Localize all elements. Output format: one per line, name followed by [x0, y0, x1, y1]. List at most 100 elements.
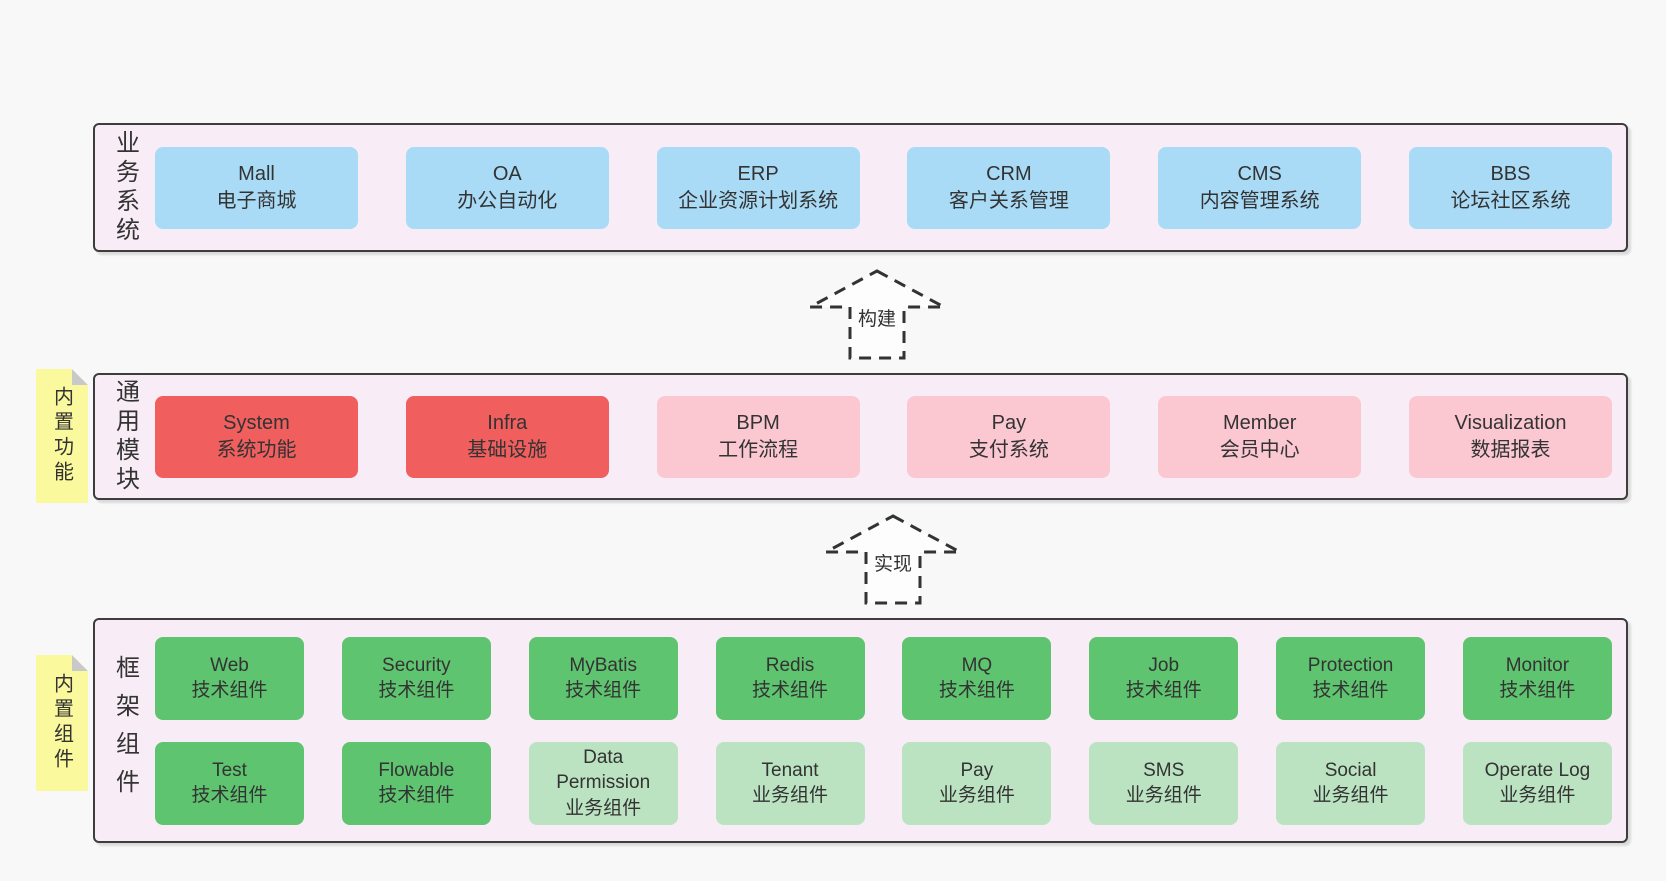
- box-title: BPM: [736, 412, 780, 435]
- box-title: Redis: [765, 654, 815, 676]
- box-pay-system: Pay 支付系统: [907, 395, 1111, 478]
- box-oa: OA 办公自动化: [405, 146, 609, 229]
- box-title: Test: [212, 759, 247, 781]
- box-title: Job: [1148, 654, 1180, 676]
- box-tenant: Tenant 业务组件: [715, 741, 865, 825]
- box-subtitle: 系统功能: [216, 438, 297, 461]
- box-title: SMS: [1143, 759, 1185, 781]
- box-member: Member 会员中心: [1158, 395, 1362, 478]
- box-pay-component: Pay 业务组件: [902, 741, 1052, 825]
- box-web: Web 技术组件: [155, 636, 304, 720]
- box-title: Operate Log: [1484, 759, 1591, 781]
- box-title: Security: [382, 654, 451, 676]
- box-title: BBS: [1490, 163, 1531, 186]
- box-subtitle: 业务组件: [1125, 785, 1202, 806]
- box-title: Protection: [1307, 654, 1394, 676]
- box-subtitle: 技术组件: [378, 785, 455, 806]
- box-bpm: BPM 工作流程: [656, 395, 860, 478]
- box-title: Visualization: [1454, 412, 1567, 435]
- business-boxes: Mall 电子商城 OA 办公自动化 ERP 企业资源计划系统 CRM 客户关系…: [155, 125, 1612, 250]
- box-mq: MQ 技术组件: [902, 636, 1052, 720]
- box-title: CRM: [986, 163, 1032, 186]
- band-modules-label: 通用模块: [111, 378, 139, 495]
- box-subtitle: 会员中心: [1219, 438, 1300, 461]
- box-title: MQ: [961, 654, 993, 676]
- box-title: Mall: [238, 163, 275, 186]
- box-subtitle: 企业资源计划系统: [678, 189, 839, 212]
- box-erp: ERP 企业资源计划系统: [656, 146, 860, 229]
- module-boxes: System 系统功能 Infra 基础设施 BPM 工作流程 Pay 支付系统…: [155, 375, 1612, 498]
- box-cms: CMS 内容管理系统: [1158, 146, 1362, 229]
- box-subtitle: 技术组件: [565, 680, 642, 701]
- box-data-permission: Data Permission 业务组件: [528, 741, 678, 825]
- box-subtitle: 业务组件: [752, 785, 829, 806]
- box-subtitle: 技术组件: [191, 785, 268, 806]
- box-subtitle: 业务组件: [1312, 785, 1389, 806]
- box-security: Security 技术组件: [341, 636, 491, 720]
- box-flowable: Flowable 技术组件: [341, 741, 491, 825]
- box-subtitle: 业务组件: [938, 785, 1015, 806]
- box-subtitle: 业务组件: [1499, 785, 1576, 806]
- box-title: Infra: [487, 412, 528, 435]
- box-title: Tenant: [761, 759, 819, 781]
- sticky-modules-label: 内置功能: [50, 386, 73, 486]
- box-title: MyBatis: [569, 654, 637, 676]
- box-redis: Redis 技术组件: [715, 636, 865, 720]
- box-subtitle: 技术组件: [378, 680, 455, 701]
- arrow-implement-up: 实现: [823, 513, 963, 607]
- sticky-fold-corner-icon: [72, 655, 88, 671]
- box-protection: Protection 技术组件: [1276, 636, 1426, 720]
- box-title: Pay: [960, 759, 994, 781]
- box-title: Social: [1324, 759, 1377, 781]
- box-infra: Infra 基础设施: [405, 395, 609, 478]
- box-subtitle: 业务组件: [565, 797, 642, 819]
- box-visualization: Visualization 数据报表: [1408, 395, 1612, 478]
- box-subtitle: 数据报表: [1470, 438, 1551, 461]
- box-title: CMS: [1237, 163, 1282, 186]
- arrow-build-label: 构建: [854, 304, 900, 331]
- framework-rows: Web 技术组件 Security 技术组件 MyBatis 技术组件 Redi…: [155, 620, 1612, 841]
- box-subtitle: 工作流程: [718, 438, 799, 461]
- box-crm: CRM 客户关系管理: [907, 146, 1111, 229]
- box-title: OA: [492, 163, 522, 186]
- box-title: Monitor: [1505, 654, 1570, 676]
- box-title: Data Permission: [556, 747, 651, 794]
- box-title: ERP: [737, 163, 779, 186]
- box-social: Social 业务组件: [1276, 741, 1426, 825]
- box-subtitle: 论坛社区系统: [1450, 189, 1571, 212]
- box-title: Pay: [991, 412, 1027, 435]
- box-subtitle: 电子商城: [216, 189, 297, 212]
- sticky-note-built-in-components: 内置组件: [36, 655, 88, 791]
- box-monitor: Monitor 技术组件: [1462, 636, 1612, 720]
- box-sms: SMS 业务组件: [1089, 741, 1239, 825]
- box-mall: Mall 电子商城: [155, 146, 358, 229]
- box-subtitle: 技术组件: [1499, 680, 1576, 701]
- arrow-implement-label: 实现: [870, 549, 916, 576]
- box-test: Test 技术组件: [155, 741, 304, 825]
- band-common-modules: 通用模块 System 系统功能 Infra 基础设施 BPM 工作流程 Pay…: [93, 373, 1628, 500]
- box-subtitle: 办公自动化: [457, 189, 558, 212]
- band-business-label: 业务系统: [111, 129, 139, 246]
- framework-row-2: Test 技术组件 Flowable 技术组件 Data Permission …: [155, 741, 1612, 825]
- box-subtitle: 支付系统: [968, 438, 1049, 461]
- box-title: Flowable: [378, 759, 455, 781]
- sticky-fold-corner-icon: [72, 369, 88, 385]
- box-operate-log: Operate Log 业务组件: [1462, 741, 1612, 825]
- box-subtitle: 技术组件: [191, 680, 268, 701]
- sticky-note-built-in-features: 内置功能: [36, 369, 88, 503]
- box-subtitle: 技术组件: [1125, 680, 1202, 701]
- arrow-build-up: 构建: [807, 268, 947, 362]
- framework-row-1: Web 技术组件 Security 技术组件 MyBatis 技术组件 Redi…: [155, 636, 1612, 720]
- box-mybatis: MyBatis 技术组件: [528, 636, 678, 720]
- box-subtitle: 内容管理系统: [1199, 189, 1320, 212]
- sticky-framework-label: 内置组件: [50, 673, 73, 773]
- box-subtitle: 技术组件: [938, 680, 1015, 701]
- box-subtitle: 技术组件: [1312, 680, 1389, 701]
- box-title: System: [223, 412, 290, 435]
- band-framework-components: 框架组件 Web 技术组件 Security 技术组件 MyBatis 技术组件…: [93, 618, 1628, 843]
- box-subtitle: 技术组件: [752, 680, 829, 701]
- box-subtitle: 客户关系管理: [948, 189, 1069, 212]
- box-title: Member: [1223, 412, 1297, 435]
- box-subtitle: 基础设施: [467, 438, 548, 461]
- box-bbs: BBS 论坛社区系统: [1408, 146, 1612, 229]
